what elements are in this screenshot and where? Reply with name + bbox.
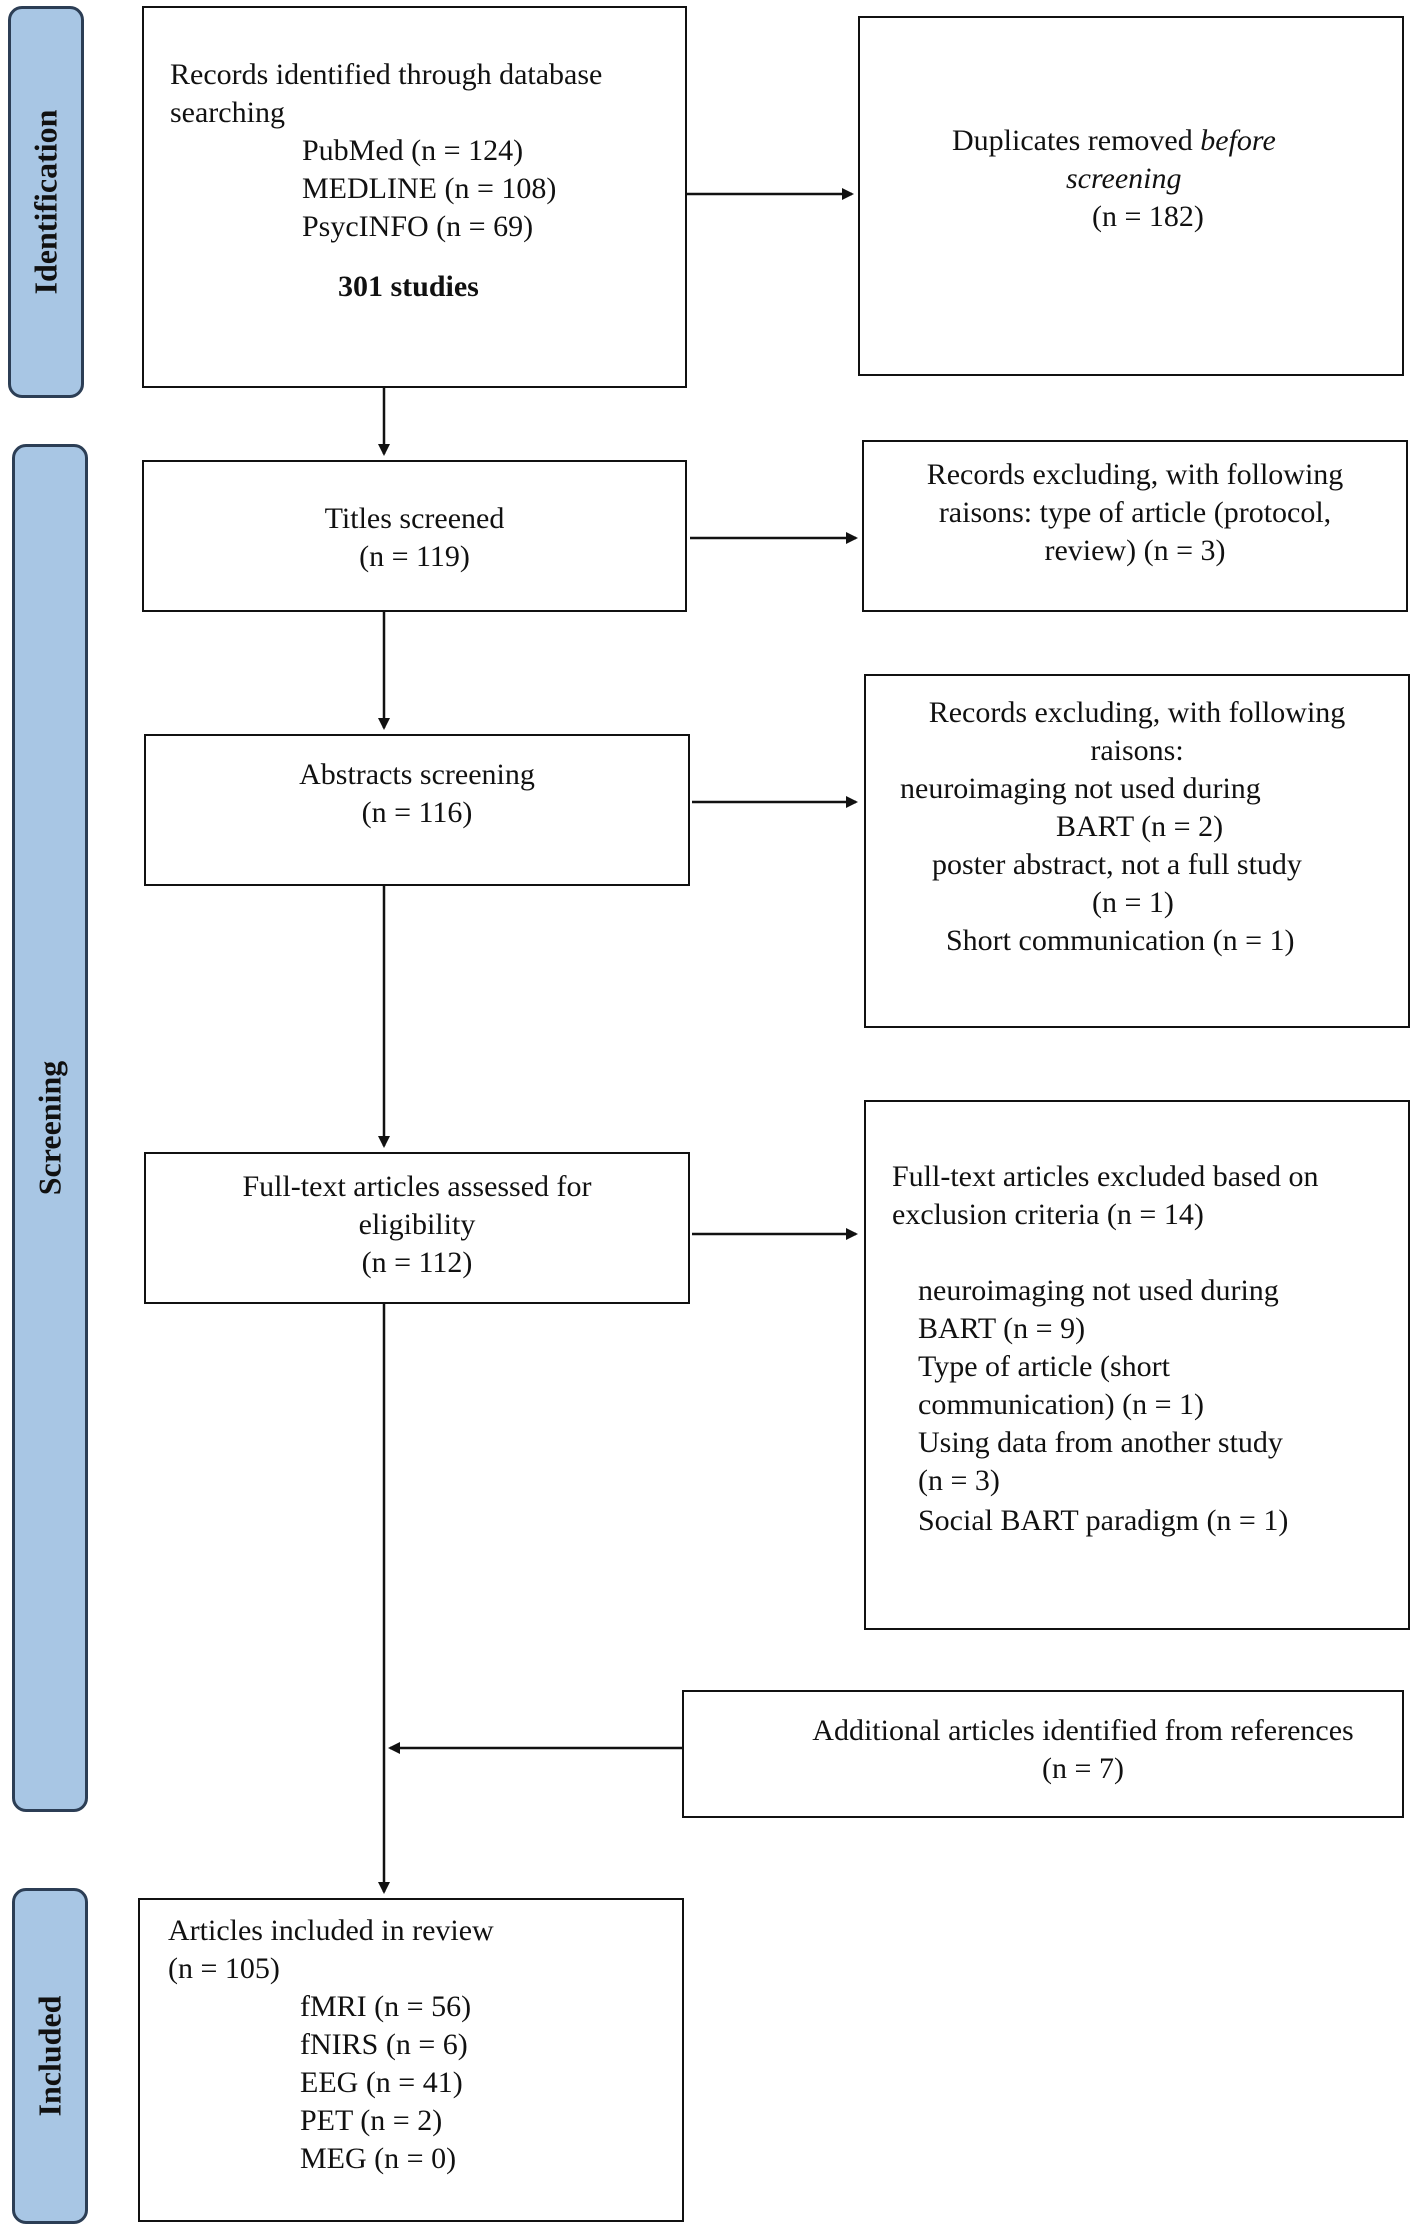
articles-included-box: Articles included in review (n = 105) fM…	[138, 1898, 684, 2222]
articles-included-label: Articles included in review	[168, 1914, 494, 1947]
fulltext-assessed-box: Full-text articles assessed for eligibil…	[144, 1152, 690, 1304]
articles-included-count: (n = 105)	[168, 1952, 280, 1985]
modality-meg: MEG (n = 0)	[300, 2142, 457, 2175]
fulltext-assessed-count: (n = 112)	[361, 1246, 473, 1279]
fulltext-excluded-reason: Social BART paradigm (n = 1)	[918, 1504, 1289, 1537]
modality-pet: PET (n = 2)	[300, 2104, 443, 2137]
records-identified-box: Records identified through database sear…	[142, 6, 687, 388]
abstracts-excluded-line: neuroimaging not used during	[900, 772, 1261, 805]
phase-identification: Identification	[8, 6, 84, 398]
modality-fnirs: fNIRS (n = 6)	[300, 2028, 468, 2061]
total-studies: 301 studies	[338, 270, 479, 303]
titles-screened-count: (n = 119)	[359, 540, 470, 573]
abstracts-excluded-line: Short communication (n = 1)	[946, 924, 1295, 957]
abstracts-screening-box: Abstracts screening (n = 116)	[144, 734, 690, 886]
fulltext-assessed-line: Full-text articles assessed for	[242, 1170, 592, 1203]
abstracts-excluded-line: Records excluding, with following	[928, 696, 1346, 729]
additional-articles-label: Additional articles identified from refe…	[812, 1714, 1354, 1747]
additional-articles-box: Additional articles identified from refe…	[682, 1690, 1404, 1818]
abstracts-excluded-box: Records excluding, with following raison…	[864, 674, 1410, 1028]
abstracts-excluded-line: BART (n = 2)	[1056, 810, 1224, 843]
fulltext-excluded-reason: Type of article (short	[918, 1350, 1170, 1383]
titles-excluded-line: review) (n = 3)	[1044, 534, 1226, 567]
titles-screened-label: Titles screened	[324, 502, 505, 535]
fulltext-excluded-reason: BART (n = 9)	[918, 1312, 1086, 1345]
fulltext-excluded-reason: Using data from another study	[918, 1426, 1283, 1459]
duplicates-label-screening: screening	[1066, 162, 1182, 195]
fulltext-excluded-box: Full-text articles excluded based on exc…	[864, 1100, 1410, 1630]
source-medline: MEDLINE (n = 108)	[302, 172, 557, 205]
duplicates-count: (n = 182)	[1092, 200, 1204, 233]
abstracts-screening-count: (n = 116)	[361, 796, 473, 829]
modality-eeg: EEG (n = 41)	[300, 2066, 463, 2099]
abstracts-screening-label: Abstracts screening	[299, 758, 535, 791]
duplicates-removed-box: Duplicates removed before screening (n =…	[858, 16, 1404, 376]
fulltext-excluded-reason: communication) (n = 1)	[918, 1388, 1205, 1421]
abstracts-excluded-line: (n = 1)	[1092, 886, 1174, 919]
fulltext-excluded-header: Full-text articles excluded based on	[892, 1160, 1319, 1193]
phase-included: Included	[12, 1888, 88, 2224]
duplicates-label: Duplicates removed before	[952, 124, 1276, 157]
source-pubmed: PubMed (n = 124)	[302, 134, 524, 167]
titles-excluded-line: Records excluding, with following	[926, 458, 1344, 491]
fulltext-excluded-reason: (n = 3)	[918, 1464, 1000, 1497]
modality-fmri: fMRI (n = 56)	[300, 1990, 472, 2023]
fulltext-excluded-header: exclusion criteria (n = 14)	[892, 1198, 1204, 1231]
source-psycinfo: PsycINFO (n = 69)	[302, 210, 534, 243]
fulltext-assessed-line: eligibility	[358, 1208, 476, 1241]
phase-screening: Screening	[12, 444, 88, 1812]
records-identified-title-2: searching	[170, 96, 285, 129]
records-identified-title: Records identified through database	[170, 58, 603, 91]
additional-articles-count: (n = 7)	[1042, 1752, 1124, 1785]
abstracts-excluded-line: poster abstract, not a full study	[932, 848, 1302, 881]
abstracts-excluded-line: raisons:	[1090, 734, 1184, 767]
titles-excluded-box: Records excluding, with following raison…	[862, 440, 1408, 612]
titles-screened-box: Titles screened (n = 119)	[142, 460, 687, 612]
fulltext-excluded-reason: neuroimaging not used during	[918, 1274, 1279, 1307]
titles-excluded-line: raisons: type of article (protocol,	[938, 496, 1332, 529]
